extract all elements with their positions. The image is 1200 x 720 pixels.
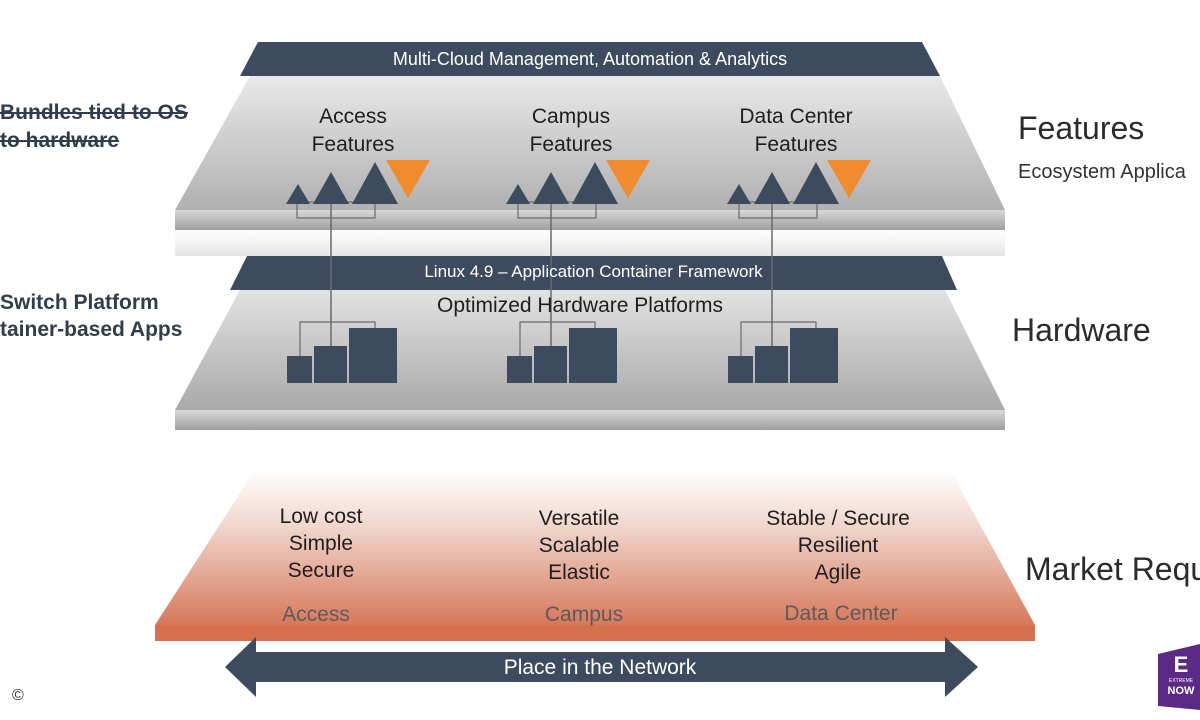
feature-title-line: Access bbox=[319, 105, 387, 128]
triangle-orange-icon bbox=[386, 160, 430, 198]
triangle-orange-icon bbox=[606, 160, 650, 198]
hardware-column-access bbox=[287, 321, 397, 383]
triangle-large-icon bbox=[352, 162, 398, 204]
feature-title-line: Features bbox=[754, 133, 838, 156]
market-requirement: Elastic bbox=[548, 561, 610, 584]
triangle-large-icon bbox=[572, 162, 618, 204]
right-label-features: Features bbox=[1018, 110, 1145, 146]
segment-label-campus: Campus bbox=[544, 603, 624, 626]
market-slab bbox=[155, 470, 1035, 625]
left-note-features-line2: to hardware bbox=[0, 129, 120, 152]
hardware-block-large-icon bbox=[349, 328, 397, 383]
market-requirement: Low cost bbox=[279, 505, 363, 528]
feature-title-line: Features bbox=[311, 133, 395, 156]
hardware-column-campus bbox=[507, 321, 617, 383]
linux-bar-label: Linux 4.9 – Application Container Framew… bbox=[424, 262, 763, 281]
network-arrow bbox=[225, 637, 978, 697]
feature-title-line: Campus bbox=[531, 105, 611, 128]
linux-framework-bar bbox=[230, 256, 957, 290]
network-arrow-label: Place in the Network bbox=[503, 656, 697, 679]
logo-small-text: EXTREME bbox=[1168, 678, 1194, 684]
market-column-access: Low cost Simple Secure bbox=[241, 503, 401, 584]
layer-gap bbox=[175, 230, 1005, 256]
hardware-block-small-icon bbox=[728, 356, 753, 383]
segment-label-access: Access bbox=[282, 603, 350, 626]
feature-column-access bbox=[286, 160, 430, 350]
hardware-column-datacenter bbox=[728, 321, 838, 383]
hardware-title: Optimized Hardware Platforms bbox=[437, 294, 723, 317]
hardware-slab-edge bbox=[175, 410, 1005, 430]
right-label-hardware: Hardware bbox=[1012, 312, 1151, 348]
market-requirement: Simple bbox=[288, 532, 354, 555]
triangle-small-icon bbox=[506, 184, 530, 204]
triangle-medium-icon bbox=[313, 172, 349, 204]
triangle-small-icon bbox=[286, 184, 310, 204]
top-management-bar bbox=[240, 42, 940, 76]
hardware-block-large-icon bbox=[790, 328, 838, 383]
market-requirement: Agile bbox=[814, 561, 862, 584]
market-requirement: Versatile bbox=[538, 507, 620, 530]
market-slab-edge bbox=[155, 625, 1035, 641]
triangle-orange-icon bbox=[827, 160, 871, 198]
left-note-features-line1: Bundles tied to OS bbox=[0, 101, 188, 124]
bracket bbox=[740, 321, 817, 357]
feature-title-access: Access Features bbox=[273, 103, 433, 159]
feature-column-campus bbox=[506, 160, 650, 350]
segment-label-datacenter: Data Center bbox=[784, 602, 898, 625]
feature-title-datacenter: Data Center Features bbox=[706, 103, 886, 159]
right-label-features-sub: Ecosystem Applica bbox=[1018, 161, 1186, 183]
market-requirement: Stable / Secure bbox=[766, 507, 910, 530]
market-requirement: Resilient bbox=[797, 534, 879, 557]
extreme-now-logo bbox=[1158, 644, 1200, 710]
top-bar-label: Multi-Cloud Management, Automation & Ana… bbox=[392, 49, 788, 69]
logo-letter: E bbox=[1173, 652, 1189, 677]
feature-title-line: Data Center bbox=[739, 105, 853, 128]
left-note-hardware-line1: Switch Platform bbox=[0, 291, 159, 314]
market-column-campus: Versatile Scalable Elastic bbox=[499, 505, 659, 586]
hardware-block-small-icon bbox=[507, 356, 532, 383]
features-slab-edge bbox=[175, 210, 1005, 230]
bracket bbox=[519, 321, 596, 357]
triangle-medium-icon bbox=[754, 172, 790, 204]
hardware-block-medium-icon bbox=[755, 346, 788, 383]
logo-badge bbox=[1158, 644, 1200, 710]
hardware-block-medium-icon bbox=[314, 346, 347, 383]
triangle-large-icon bbox=[793, 162, 839, 204]
hardware-block-medium-icon bbox=[534, 346, 567, 383]
hardware-block-small-icon bbox=[287, 356, 312, 383]
hardware-block-large-icon bbox=[569, 328, 617, 383]
market-requirement: Secure bbox=[287, 559, 355, 582]
feature-column-datacenter bbox=[727, 160, 871, 350]
feature-title-line: Features bbox=[529, 133, 613, 156]
copyright-mark: © bbox=[12, 687, 24, 704]
feature-title-campus: Campus Features bbox=[491, 103, 651, 159]
bracket bbox=[299, 321, 376, 357]
logo-now-text: NOW bbox=[1167, 685, 1195, 697]
market-layer bbox=[155, 470, 1035, 641]
triangle-small-icon bbox=[727, 184, 751, 204]
left-note-hardware-line2: tainer-based Apps bbox=[0, 318, 183, 341]
market-column-datacenter: Stable / Secure Resilient Agile bbox=[738, 505, 938, 586]
triangle-medium-icon bbox=[533, 172, 569, 204]
right-label-market: Market Requ bbox=[1025, 551, 1200, 587]
market-requirement: Scalable bbox=[538, 534, 620, 557]
